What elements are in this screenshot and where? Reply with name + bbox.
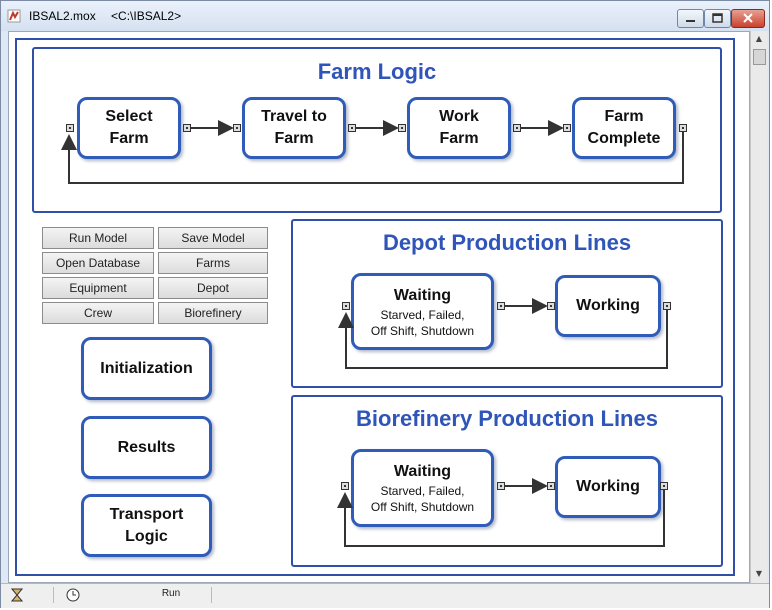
depot-waiting-sub1: Starved, Failed, bbox=[380, 307, 465, 322]
initialization-label: Initialization bbox=[100, 359, 193, 377]
window-title-path: <C:\IBSAL2> bbox=[111, 9, 182, 23]
equipment-button[interactable]: Equipment bbox=[42, 277, 154, 299]
maximize-icon bbox=[712, 13, 723, 23]
port-icon[interactable] bbox=[233, 124, 241, 132]
work-farm-block[interactable]: Work Farm bbox=[407, 97, 511, 159]
biorefinery-waiting-label: Waiting bbox=[393, 463, 452, 480]
biorefinery-button[interactable]: Biorefinery bbox=[158, 302, 268, 324]
connector-depot-loop bbox=[338, 310, 668, 369]
farm-logic-panel: Farm Logic bbox=[32, 47, 722, 213]
port-icon[interactable] bbox=[513, 124, 521, 132]
biorefinery-production-title: Biorefinery Production Lines bbox=[356, 406, 658, 431]
clock-icon bbox=[66, 588, 80, 602]
depot-production-title: Depot Production Lines bbox=[382, 230, 632, 255]
depot-working-block[interactable]: Working bbox=[555, 275, 661, 337]
biorefinery-production-panel: Biorefinery Production Lines bbox=[291, 395, 723, 567]
port-icon[interactable] bbox=[547, 482, 555, 490]
select-farm-block[interactable]: Select Farm bbox=[77, 97, 181, 159]
biorefinery-waiting-sub1: Starved, Failed, bbox=[380, 484, 465, 498]
travel-to-farm-line1: Travel to bbox=[261, 108, 327, 125]
farm-complete-line2: Complete bbox=[587, 130, 661, 147]
depot-waiting-label: Waiting bbox=[393, 286, 452, 304]
work-farm-line2: Farm bbox=[439, 130, 479, 147]
connector-biorefinery-loop bbox=[337, 490, 665, 547]
farms-button[interactable]: Farms bbox=[158, 252, 268, 274]
port-icon[interactable] bbox=[663, 302, 671, 310]
results-block[interactable]: Results bbox=[81, 416, 212, 479]
transport-logic-block[interactable]: Transport Logic bbox=[81, 494, 212, 557]
depot-button[interactable]: Depot bbox=[158, 277, 268, 299]
transport-logic-line1: Transport bbox=[109, 505, 184, 523]
maximize-button[interactable] bbox=[704, 9, 731, 28]
hourglass-icon bbox=[11, 588, 23, 602]
results-label: Results bbox=[117, 438, 176, 456]
biorefinery-waiting-sub2: Off Shift, Shutdown bbox=[370, 500, 475, 514]
vertical-scrollbar[interactable]: ▲ ▼ bbox=[750, 31, 767, 583]
biorefinery-waiting-block[interactable]: Waiting Starved, Failed, Off Shift, Shut… bbox=[351, 449, 494, 527]
port-icon[interactable] bbox=[679, 124, 687, 132]
farm-logic-title: Farm Logic bbox=[317, 59, 437, 84]
port-icon[interactable] bbox=[660, 482, 668, 490]
run-model-button[interactable]: Run Model bbox=[42, 227, 154, 249]
port-icon[interactable] bbox=[348, 124, 356, 132]
model-frame bbox=[15, 38, 735, 576]
save-model-button[interactable]: Save Model bbox=[158, 227, 268, 249]
minimize-icon bbox=[686, 20, 695, 22]
port-icon[interactable] bbox=[547, 302, 555, 310]
app-icon bbox=[7, 9, 21, 23]
close-icon bbox=[743, 13, 753, 23]
scroll-up-icon[interactable]: ▲ bbox=[755, 34, 763, 43]
scroll-thumb[interactable] bbox=[753, 49, 766, 65]
depot-waiting-block[interactable]: Waiting Starved, Failed, Off Shift, Shut… bbox=[351, 273, 494, 350]
port-icon[interactable] bbox=[342, 302, 350, 310]
crew-button[interactable]: Crew bbox=[42, 302, 154, 324]
window-title: IBSAL2.mox <C:\IBSAL2> bbox=[29, 9, 181, 23]
status-bar: Run bbox=[1, 583, 769, 608]
window-title-name: IBSAL2.mox bbox=[29, 9, 96, 23]
run-status: Run bbox=[161, 588, 181, 599]
connector-farm-loop bbox=[61, 132, 684, 184]
minimize-button[interactable] bbox=[677, 9, 704, 28]
port-icon[interactable] bbox=[341, 482, 349, 490]
port-icon[interactable] bbox=[497, 302, 505, 310]
scroll-down-icon[interactable]: ▼ bbox=[755, 569, 763, 578]
biorefinery-working-block[interactable]: Working bbox=[555, 456, 661, 518]
port-icon[interactable] bbox=[497, 482, 505, 490]
travel-to-farm-block[interactable]: Travel to Farm bbox=[242, 97, 346, 159]
status-divider bbox=[53, 587, 54, 603]
status-divider bbox=[211, 587, 212, 603]
select-farm-line2: Farm bbox=[109, 130, 149, 147]
biorefinery-working-label: Working bbox=[576, 478, 640, 495]
open-database-button[interactable]: Open Database bbox=[42, 252, 154, 274]
depot-working-label: Working bbox=[576, 297, 640, 314]
title-bar[interactable]: IBSAL2.mox <C:\IBSAL2> bbox=[1, 1, 769, 31]
travel-to-farm-line2: Farm bbox=[274, 130, 314, 147]
depot-production-panel: Depot Production Lines bbox=[291, 219, 723, 388]
work-farm-line1: Work bbox=[439, 108, 479, 125]
farm-complete-block[interactable]: Farm Complete bbox=[572, 97, 676, 159]
close-button[interactable] bbox=[731, 9, 765, 28]
depot-waiting-sub2: Off Shift, Shutdown bbox=[370, 323, 475, 338]
initialization-block[interactable]: Initialization bbox=[81, 337, 212, 400]
port-icon[interactable] bbox=[398, 124, 406, 132]
port-icon[interactable] bbox=[183, 124, 191, 132]
farm-complete-line1: Farm bbox=[604, 108, 644, 125]
port-icon[interactable] bbox=[66, 124, 74, 132]
port-icon[interactable] bbox=[563, 124, 571, 132]
select-farm-line1: Select bbox=[105, 108, 153, 125]
transport-logic-line2: Logic bbox=[125, 527, 168, 545]
